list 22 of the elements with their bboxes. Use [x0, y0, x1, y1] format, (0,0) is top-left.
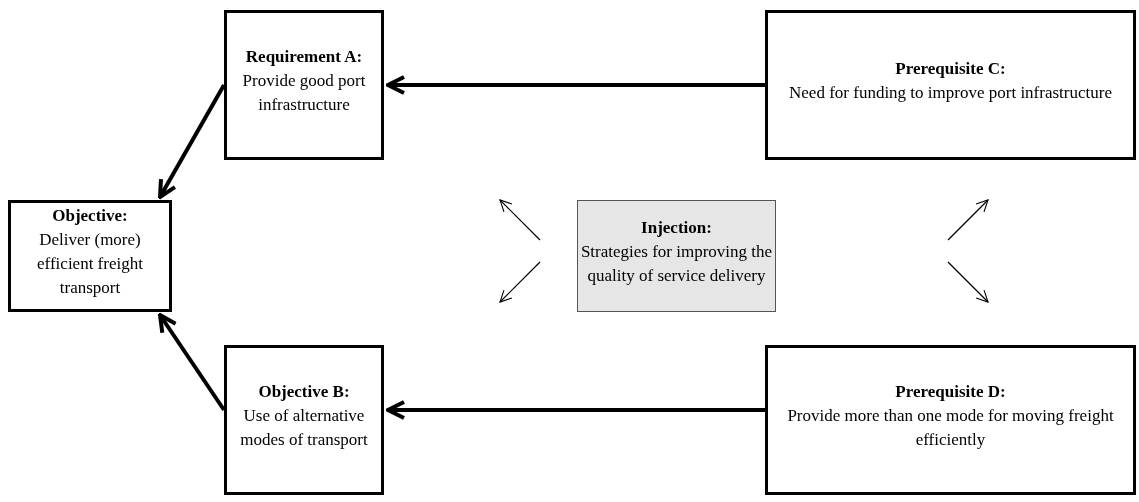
arrow	[386, 400, 765, 420]
process-box	[765, 345, 1136, 495]
process-box	[224, 10, 384, 160]
box-text: Use of alternative modes of transport	[239, 405, 369, 451]
box-text: Deliver (more) efficient freight transport	[36, 229, 144, 299]
box-heading: Objective:	[52, 205, 128, 227]
injection-box	[577, 200, 776, 312]
arrow	[386, 75, 765, 95]
arrow	[158, 84, 226, 199]
box-heading: Requirement A:	[245, 46, 363, 68]
process-box	[8, 200, 172, 312]
box-heading: Injection:	[641, 217, 712, 239]
box-heading: Objective B:	[258, 381, 350, 403]
arrow	[158, 313, 226, 412]
box-heading: Prerequisite D:	[895, 381, 1006, 403]
box-text: Provide more than one mode for moving freight efficiently	[786, 405, 1115, 451]
box-text: Need for funding to improve port infrastructure	[789, 82, 1112, 104]
process-box	[224, 345, 384, 495]
process-box	[765, 10, 1136, 160]
box-text: Provide good port infrastructure	[241, 70, 367, 116]
box-heading: Prerequisite C:	[895, 58, 1006, 80]
box-text: Strategies for improving the quality of service delivery	[579, 241, 774, 287]
